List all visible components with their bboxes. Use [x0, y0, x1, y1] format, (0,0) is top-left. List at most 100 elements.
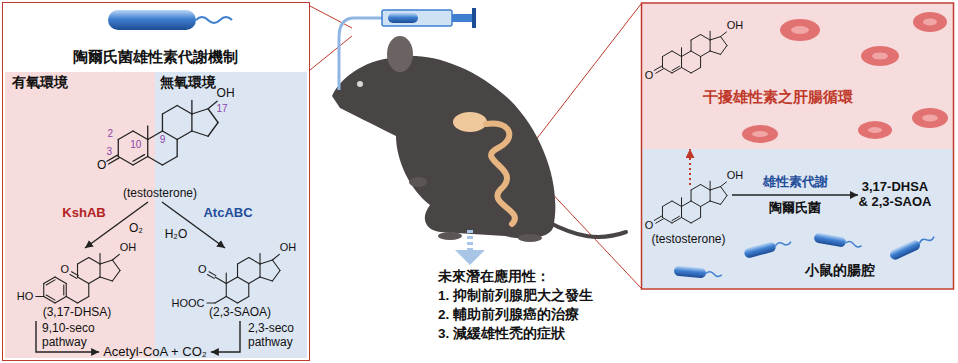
bond	[710, 190, 711, 201]
bond	[36, 296, 44, 297]
atom-number: 2	[107, 128, 113, 140]
structure: (2,3-SAOA)	[180, 248, 300, 321]
edge-label: 雄性素代謝	[763, 175, 828, 190]
bond	[682, 51, 692, 57]
bond	[662, 201, 672, 207]
atom-label: HO	[17, 290, 34, 303]
bond	[66, 284, 67, 297]
text-holder: O₂	[129, 222, 143, 236]
bond	[682, 218, 692, 224]
bond	[209, 272, 216, 276]
bond	[260, 260, 272, 264]
text-holder: OH	[120, 241, 137, 254]
bond	[681, 207, 682, 218]
node-label: 3,17-DHSA & 2,3-SAOA	[858, 180, 932, 210]
bond	[118, 157, 133, 166]
text-holder: 3	[106, 146, 112, 158]
bond	[109, 158, 120, 164]
bond	[100, 277, 112, 281]
bond	[272, 254, 279, 260]
bond	[215, 277, 226, 284]
bacterium-body	[108, 10, 196, 30]
product-box: Acetyl-CoA + CO₂	[99, 344, 211, 361]
mouse-foot	[518, 234, 542, 242]
reaction-arrow	[732, 194, 858, 195]
bond	[78, 277, 89, 284]
atom-label: O	[60, 263, 69, 276]
bond	[88, 284, 89, 297]
text-holder: (2,3-SAOA)	[209, 306, 271, 320]
compound-name: (testosterone)	[123, 187, 197, 201]
bond	[70, 274, 77, 278]
text-holder: (testosterone)	[123, 187, 197, 201]
blood-cells	[742, 12, 948, 143]
bond	[721, 187, 727, 196]
node-label: Acetyl-CoA + CO₂	[103, 345, 207, 360]
bond	[259, 264, 260, 277]
bond	[237, 264, 238, 277]
bond	[662, 218, 672, 224]
bond	[238, 258, 249, 265]
text-holder: (3,17-DHSA)	[43, 306, 112, 320]
bond	[207, 302, 215, 303]
bond	[177, 140, 178, 157]
structure-skeleton	[654, 181, 727, 223]
bond	[682, 201, 692, 207]
text-holder: 有氧環境	[12, 74, 68, 90]
bond	[672, 68, 682, 74]
bond	[710, 31, 711, 40]
steroid-structures	[36, 31, 727, 303]
bond	[672, 218, 682, 224]
structure: (testosterone)	[645, 185, 732, 248]
text-holder: 陶爾氏菌	[769, 201, 821, 216]
bond	[259, 254, 260, 264]
compound-name: (2,3-SAOA)	[209, 306, 271, 320]
edge-label: AtcABC	[203, 206, 252, 221]
bond	[46, 295, 55, 300]
bond	[66, 297, 77, 304]
bond	[249, 258, 260, 265]
bond	[133, 155, 144, 162]
bond	[654, 216, 661, 220]
circulation-band: 干擾雄性素之肝腸循環	[642, 4, 953, 149]
bond	[249, 277, 260, 284]
bond	[112, 271, 120, 282]
bond	[710, 201, 720, 204]
bond	[44, 297, 55, 304]
bond	[238, 297, 249, 304]
bond	[656, 69, 663, 73]
bond	[208, 101, 217, 108]
bond	[147, 140, 148, 157]
text-holder: 17	[216, 103, 227, 115]
edge-label: 2,3-seco pathway	[248, 322, 304, 350]
text-holder: 2	[107, 128, 113, 140]
bond	[272, 271, 280, 282]
syringe-plunger	[452, 14, 472, 22]
down-arrow	[455, 230, 485, 265]
bond	[177, 106, 192, 115]
bond	[72, 272, 79, 276]
bond	[721, 37, 727, 46]
node-label: 無氧環境	[160, 74, 216, 90]
mouse	[332, 36, 626, 242]
bond	[112, 260, 120, 271]
bond	[700, 57, 701, 68]
node-label: 有氧環境	[12, 74, 68, 90]
bond	[691, 218, 701, 224]
bond	[112, 254, 119, 260]
bond	[100, 260, 112, 264]
atom-number: 9	[160, 134, 166, 146]
bond	[272, 260, 280, 271]
atom-label: O	[645, 219, 654, 232]
bond	[177, 131, 192, 140]
text-holder: 小鼠的腸腔	[805, 262, 875, 278]
text-holder: 3,17-DHSA & 2,3-SAOA	[858, 180, 932, 210]
list-item: 2. 輔助前列腺癌的治療	[438, 307, 579, 323]
bond	[226, 284, 227, 297]
panel-frame	[642, 3, 954, 289]
bond	[192, 109, 208, 114]
text-holder: O	[97, 159, 106, 173]
bond	[662, 68, 672, 74]
bond	[99, 264, 100, 277]
bond	[44, 277, 55, 284]
